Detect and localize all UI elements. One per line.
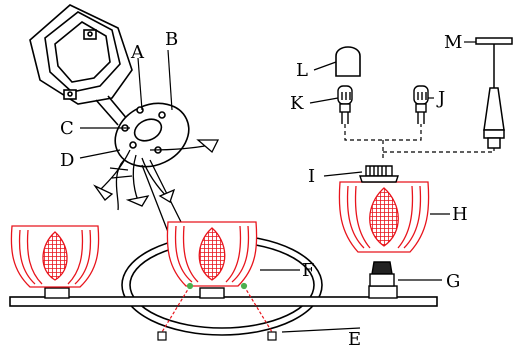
bulb-tool [475,37,513,149]
label-b: B [165,29,178,50]
label-d: D [60,150,74,171]
glass-shade-right [338,181,430,253]
bar-sockets [44,285,398,299]
wire-leads [161,285,273,333]
label-l: L [296,60,308,81]
label-a: A [130,42,145,63]
glass-shade-left [10,225,100,288]
bulb-cover [335,46,361,77]
label-i: I [308,166,315,187]
label-c: C [60,118,74,139]
junction-box [29,4,133,126]
leader-lines [79,41,476,333]
halogen-bulb-j [413,85,429,124]
label-k: K [290,93,304,114]
assembly-guides [344,124,495,160]
socket-connector [369,261,395,287]
label-f: F [302,260,315,281]
label-m: M [444,32,462,53]
wire-terminals [157,282,277,341]
label-j: J [436,88,445,109]
label-h: H [452,204,468,225]
label-e: E [348,329,361,345]
label-g: G [446,271,460,292]
halogen-bulb-k [337,85,353,124]
lamp-holder-socket [359,165,399,183]
glass-shade-middle [166,221,258,287]
